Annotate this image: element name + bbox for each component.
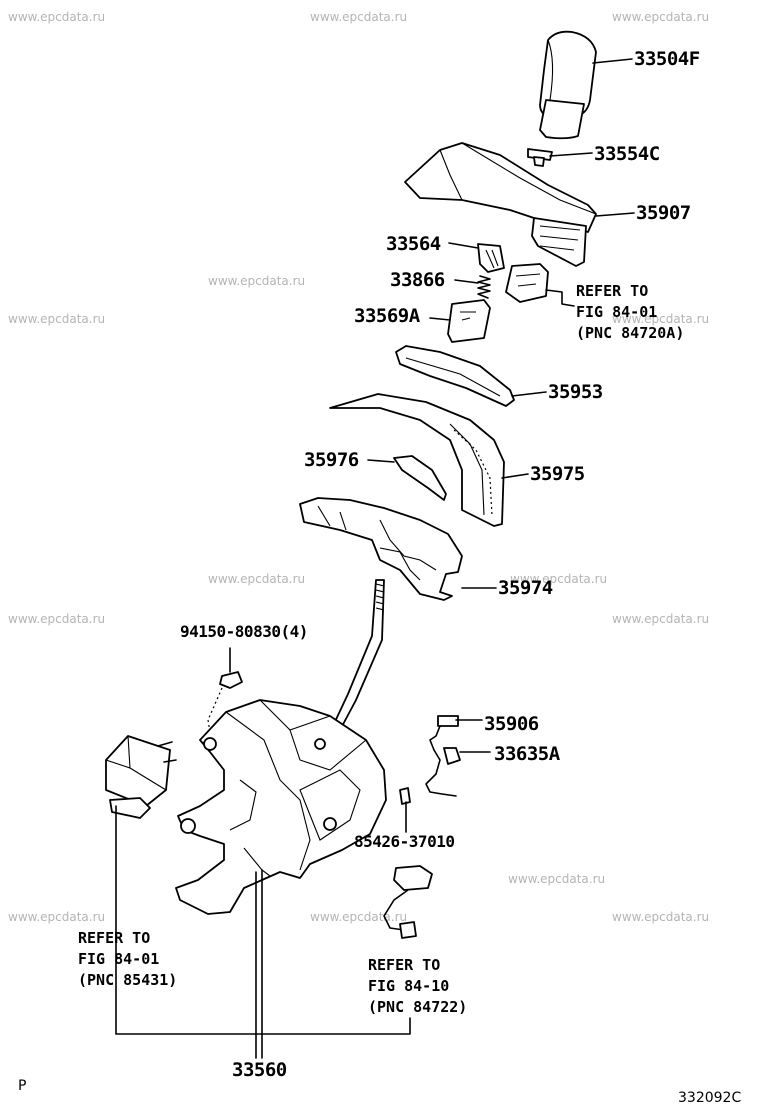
watermark: www.epcdata.ru	[310, 910, 408, 924]
part-label-33564: 33564	[386, 233, 441, 255]
watermark: www.epcdata.ru	[8, 10, 106, 24]
page-letter: P	[18, 1078, 27, 1094]
watermark: www.epcdata.ru	[612, 10, 710, 24]
watermark: www.epcdata.ru	[510, 572, 608, 586]
watermark: www.epcdata.ru	[612, 312, 710, 326]
shift-knob-drawing	[539, 30, 597, 140]
switch-connector-drawing	[505, 263, 549, 303]
watermark: www.epcdata.ru	[8, 910, 106, 924]
slide-plate-drawing	[329, 393, 505, 527]
clip-drawing	[527, 148, 553, 167]
reference-line: (PNC 84720A)	[576, 324, 685, 342]
part-label-35906: 35906	[484, 713, 539, 735]
part-label-33560: 33560	[232, 1059, 287, 1081]
watermark: www.epcdata.ru	[310, 10, 408, 24]
watermark: www.epcdata.ru	[508, 872, 606, 886]
part-label-35953: 35953	[548, 381, 603, 403]
part-label-33866: 33866	[390, 269, 445, 291]
part-label-85426-37010: 85426-37010	[354, 832, 455, 851]
illustration-code: 332092C	[678, 1090, 742, 1106]
part-label-33554C: 33554C	[594, 143, 660, 165]
indicator-base-drawing	[299, 497, 463, 601]
button-drawing	[447, 299, 491, 343]
part-label-33635A: 33635A	[494, 743, 560, 765]
reference-note-84720A: REFER TO FIG 84-01 (PNC 84720A)	[576, 281, 684, 344]
reference-line: FIG 84-10	[368, 977, 450, 995]
part-label-35974: 35974	[498, 577, 553, 599]
small-plate-drawing	[393, 455, 447, 501]
spring-drawing	[477, 275, 491, 299]
reference-line: REFER TO	[368, 956, 441, 974]
indicator-housing-drawing	[404, 142, 597, 267]
position-switch-harness-drawing	[399, 715, 491, 833]
reference-line: (PNC 85431)	[78, 971, 178, 989]
part-label-33569A: 33569A	[354, 305, 420, 327]
solenoid-drawing	[105, 735, 177, 819]
watermark: www.epcdata.ru	[612, 612, 710, 626]
part-label-35907: 35907	[636, 202, 691, 224]
reference-line: (PNC 84722)	[368, 998, 468, 1016]
cover-drawing	[395, 345, 515, 407]
reference-line: FIG 84-01	[576, 303, 658, 321]
switch-wire-drawing	[383, 865, 433, 939]
watermark: www.epcdata.ru	[208, 274, 306, 288]
reference-line: REFER TO	[576, 282, 649, 300]
holder-drawing	[477, 243, 505, 273]
watermark: www.epcdata.ru	[8, 612, 106, 626]
part-label-35975: 35975	[530, 463, 585, 485]
reference-note-85431: REFER TO FIG 84-01 (PNC 85431)	[78, 928, 177, 991]
reference-note-84722: REFER TO FIG 84-10 (PNC 84722)	[368, 955, 467, 1018]
bracket-assembly-drawing	[175, 699, 387, 915]
watermark: www.epcdata.ru	[612, 910, 710, 924]
part-label-94150-80830: 94150-80830(4)	[180, 622, 308, 641]
reference-line: REFER TO	[78, 929, 151, 947]
watermark: www.epcdata.ru	[208, 572, 306, 586]
part-label-33504F: 33504F	[634, 48, 700, 70]
reference-line: FIG 84-01	[78, 950, 160, 968]
part-label-35976: 35976	[304, 449, 359, 471]
watermark: www.epcdata.ru	[8, 312, 106, 326]
shift-lever-drawing	[331, 579, 385, 731]
